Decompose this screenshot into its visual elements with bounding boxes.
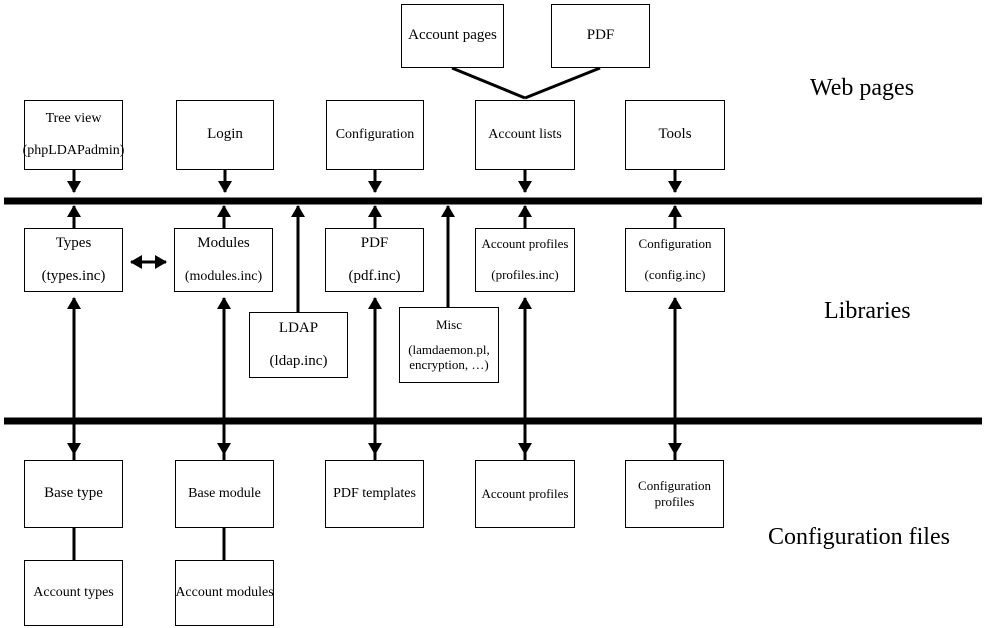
box-configuration-lib-sublabel: (config.inc) bbox=[644, 267, 706, 282]
box-account-lists-label: Account lists bbox=[488, 126, 562, 142]
box-types-label: Types bbox=[55, 234, 92, 251]
box-pdf-templates[interactable]: PDF templates bbox=[325, 460, 424, 528]
box-configuration-profiles-label: Configuration profiles bbox=[638, 477, 711, 509]
box-misc[interactable]: Misc (lamdaemon.pl, encryption, …) bbox=[399, 307, 499, 383]
box-tools[interactable]: Tools bbox=[625, 100, 725, 170]
box-modules-label: Modules bbox=[197, 235, 250, 252]
box-tree-view[interactable]: Tree view (phpLDAPadmin) bbox=[22, 100, 125, 170]
box-pdf-lib-sublabel: (pdf.inc) bbox=[348, 268, 401, 284]
box-account-types[interactable]: Account types bbox=[24, 560, 123, 626]
box-account-profiles-file-label: Account profiles bbox=[481, 485, 569, 501]
section-label-web-pages-text: Web pages bbox=[810, 75, 915, 101]
box-configuration-web[interactable]: Configuration bbox=[326, 100, 424, 170]
section-label-libraries: Libraries bbox=[824, 298, 911, 325]
box-types-sublabel: (types.inc) bbox=[41, 268, 106, 284]
box-pdf-templates-label: PDF templates bbox=[333, 485, 416, 501]
box-pdf-top[interactable]: PDF bbox=[551, 4, 650, 68]
section-label-configuration-files: Configuration files bbox=[768, 524, 950, 551]
account-pages-to-account-lists-line bbox=[451, 66, 526, 100]
box-pdf-lib[interactable]: PDF (pdf.inc) bbox=[325, 228, 424, 292]
box-account-lists[interactable]: Account lists bbox=[475, 100, 575, 170]
box-base-module-label: Base module bbox=[188, 485, 261, 501]
box-account-types-label: Account types bbox=[33, 584, 114, 600]
box-account-modules[interactable]: Account modules bbox=[175, 560, 274, 626]
box-tree-view-sublabel: (phpLDAPadmin) bbox=[22, 143, 125, 158]
section-label-web-pages: Web pages bbox=[810, 75, 914, 102]
box-configuration-lib-label: Configuration bbox=[638, 236, 712, 252]
box-account-profiles-lib-sublabel: (profiles.inc) bbox=[491, 267, 559, 282]
box-misc-label: Misc bbox=[436, 316, 462, 332]
box-account-modules-label: Account modules bbox=[175, 584, 274, 600]
pdf-to-account-lists-line bbox=[524, 66, 601, 100]
box-base-type[interactable]: Base type bbox=[24, 460, 123, 528]
box-tools-label: Tools bbox=[658, 126, 692, 143]
section-label-configuration-files-text: Configuration files bbox=[768, 524, 950, 550]
box-account-pages-label: Account pages bbox=[408, 27, 497, 44]
box-configuration-profiles[interactable]: Configuration profiles bbox=[625, 460, 724, 528]
box-configuration-web-label: Configuration bbox=[335, 126, 415, 142]
box-account-profiles-lib-label: Account profiles bbox=[481, 236, 569, 252]
box-pdf-lib-label: PDF bbox=[360, 234, 389, 251]
box-modules[interactable]: Modules (modules.inc) bbox=[174, 228, 273, 292]
box-login-label: Login bbox=[207, 126, 243, 143]
box-account-profiles-file[interactable]: Account profiles bbox=[475, 460, 575, 528]
box-login[interactable]: Login bbox=[176, 100, 274, 170]
section-label-libraries-text: Libraries bbox=[824, 298, 911, 324]
box-pdf-top-label: PDF bbox=[586, 27, 615, 44]
box-ldap-sublabel: (ldap.inc) bbox=[269, 353, 328, 369]
box-account-pages[interactable]: Account pages bbox=[401, 4, 504, 68]
box-misc-sublabel: (lamdaemon.pl, encryption, …) bbox=[408, 342, 490, 373]
box-base-module[interactable]: Base module bbox=[175, 460, 274, 528]
box-account-profiles-lib[interactable]: Account profiles (profiles.inc) bbox=[475, 228, 575, 292]
box-tree-view-label: Tree view bbox=[45, 110, 102, 126]
box-modules-sublabel: (modules.inc) bbox=[184, 268, 263, 284]
box-configuration-lib[interactable]: Configuration (config.inc) bbox=[625, 228, 725, 292]
box-base-type-label: Base type bbox=[44, 485, 103, 502]
box-ldap[interactable]: LDAP (ldap.inc) bbox=[249, 312, 348, 378]
box-ldap-label: LDAP bbox=[278, 319, 319, 336]
box-types[interactable]: Types (types.inc) bbox=[24, 228, 123, 292]
